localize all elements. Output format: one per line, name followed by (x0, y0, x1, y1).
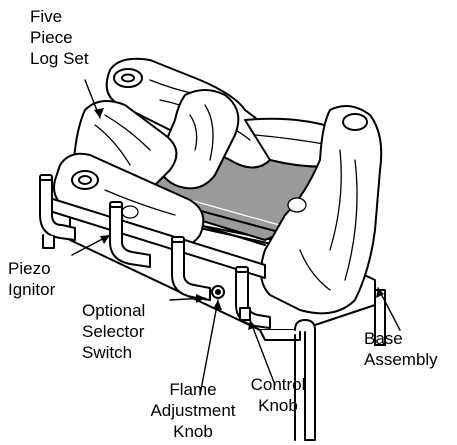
selector-label-line-1: Optional (82, 300, 145, 321)
selector-label-line-3: Switch (82, 342, 145, 363)
piezo-label-line-1: Piezo (8, 258, 55, 279)
flame-label-line-1: Flame (138, 379, 248, 400)
control-label-line-2: Knob (238, 395, 318, 416)
selector-switch-label: Optional Selector Switch (82, 300, 145, 363)
log-set-label: Five Piece Log Set (30, 6, 89, 69)
log-set-label-line-2: Piece (30, 27, 89, 48)
selector-label-line-2: Selector (82, 321, 145, 342)
base-assembly-label: Base Assembly (364, 328, 438, 370)
flame-adjustment-knob-label: Flame Adjustment Knob (138, 379, 248, 442)
flame-label-line-2: Adjustment (138, 400, 248, 421)
flame-label-line-3: Knob (138, 421, 248, 442)
piezo-label-line-2: Ignitor (8, 279, 55, 300)
base-label-line-2: Assembly (364, 349, 438, 370)
log-set-label-line-3: Log Set (30, 48, 89, 69)
base-label-line-1: Base (364, 328, 438, 349)
control-label-line-1: Control (238, 374, 318, 395)
piezo-ignitor-label: Piezo Ignitor (8, 258, 55, 300)
control-knob-label: Control Knob (238, 374, 318, 416)
log-set-label-line-1: Five (30, 6, 89, 27)
